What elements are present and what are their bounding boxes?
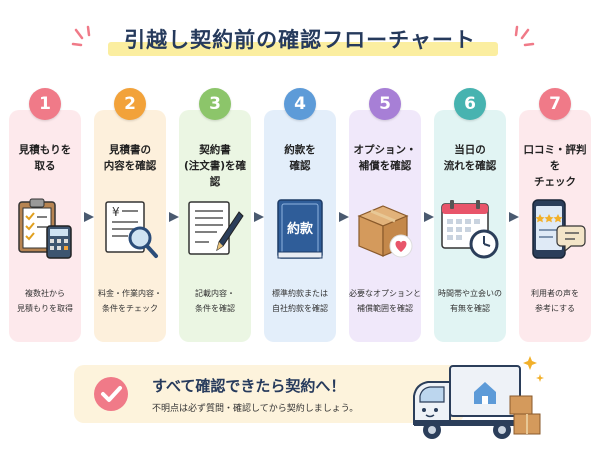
clipboard-calculator-icon <box>18 198 72 259</box>
sparkle-right-icon <box>514 25 535 47</box>
step-7-badge: 7 <box>539 88 571 120</box>
step-1-card: 1 見積もりを取る 複数社から見積もりを取得 <box>9 88 81 342</box>
title-area: 引越し契約前の確認フローチャート <box>0 10 600 60</box>
arrow-right-icon <box>84 212 94 222</box>
terms-book-icon: 約款 <box>268 196 332 264</box>
arrow-right-icon <box>339 212 349 222</box>
step-3-title: 契約書(注文書)を確認 <box>183 144 247 188</box>
step-1-description: 複数社から見積もりを取得 <box>17 289 73 313</box>
step-7-title: 口コミ・評判をチェック <box>523 144 587 188</box>
step-4-card: 4 約款を確認 約款 標準約款または自社約款を確認 <box>264 88 336 342</box>
contract-pen-icon <box>188 201 244 255</box>
step-1-title: 見積もりを取る <box>18 144 72 172</box>
step-4-title: 約款を確認 <box>284 144 316 172</box>
check-badge <box>94 377 128 411</box>
step-5-description: 必要なオプションと補償範囲を確認 <box>349 289 421 313</box>
calendar-clock-icon <box>441 200 499 259</box>
moving-truck-icon <box>413 356 544 439</box>
step-7-description: 利用者の声を参考にする <box>531 289 579 313</box>
flow-steps: 1 見積もりを取る 複数社から見積もりを取得 2 見積書の内容を確認 <box>9 88 591 346</box>
sparkle-left-icon <box>71 25 91 47</box>
step-3-card: 3 契約書(注文書)を確認 記載内容・条件を確認 <box>179 88 251 342</box>
step-6-description: 時間帯や立会いの有無を確認 <box>438 289 502 313</box>
step-7-card: 7 口コミ・評判をチェック 利用者の声を参考にする <box>519 88 591 342</box>
step-6-title: 当日の流れを確認 <box>443 144 497 172</box>
page-title: 引越し契約前の確認フローチャート <box>124 28 476 52</box>
title-highlight <box>108 42 498 56</box>
step-5-card: 5 オプション・補償を確認 必要なオプションと補償範囲を確認 <box>349 88 421 342</box>
step-5-title: オプション・補償を確認 <box>353 144 417 172</box>
check-icon <box>101 386 122 402</box>
step-2-title: 見積書の内容を確認 <box>103 144 157 172</box>
step-2-badge: 2 <box>114 88 146 120</box>
step-3-badge: 3 <box>199 88 231 120</box>
arrow-right-icon <box>424 212 434 222</box>
step-6-card: 6 当日の流れを確認 時間帯や立会いの有無を確認 <box>434 88 506 342</box>
step-4-description: 標準約款または自社約款を確認 <box>272 289 328 313</box>
step-4-badge: 4 <box>284 88 316 120</box>
step-6-badge: 6 <box>454 88 486 120</box>
arrow-right-icon <box>509 212 519 222</box>
book-label: 約款 <box>286 222 313 237</box>
step-2-card: 2 見積書の内容を確認 ¥ 料金・作業内容・条件をチェック <box>94 88 166 342</box>
step-5-badge: 5 <box>369 88 401 120</box>
arrow-right-icon <box>169 212 179 222</box>
arrow-right-icon <box>254 212 264 222</box>
box-heart-icon <box>357 205 413 258</box>
step-3-description: 記載内容・条件を確認 <box>195 289 235 313</box>
step-2-description: 料金・作業内容・条件をチェック <box>98 289 162 313</box>
smartphone-review-icon <box>532 199 586 259</box>
step-1-badge: 1 <box>29 88 61 120</box>
svg-text:¥: ¥ <box>112 205 120 219</box>
estimate-magnifier-icon: ¥ <box>105 201 158 258</box>
summary-box: すべて確認できたら契約へ！ 不明点は必ず質問・確認してから契約しましょう。 <box>74 365 464 423</box>
summary-main-text: すべて確認できたら契約へ！ <box>152 377 346 395</box>
summary-sub-text: 不明点は必ず質問・確認してから契約しましょう。 <box>152 404 359 414</box>
